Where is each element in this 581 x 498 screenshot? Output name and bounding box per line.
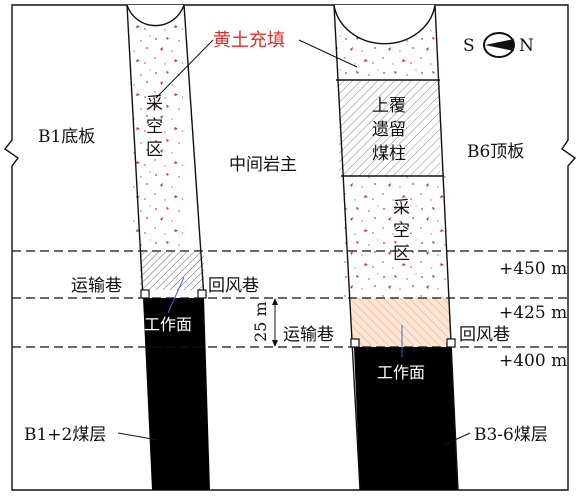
right-seam-label: B3-6煤层 — [474, 425, 548, 445]
right-goaf-label-2: 空 — [393, 221, 410, 241]
left-goaf-label-2: 空 — [146, 117, 163, 137]
pillar-label-3: 煤柱 — [372, 144, 406, 164]
loess-fill-label: 黄土充填 — [213, 30, 285, 51]
left-seam-label: B1+2煤层 — [24, 425, 106, 445]
left-haulage-label: 运输巷 — [71, 276, 122, 296]
right-pillar — [339, 80, 440, 176]
compass-n-label: N — [519, 36, 534, 56]
pillar-label-1: 上覆 — [372, 96, 406, 116]
left-arch — [126, 4, 185, 27]
right-haulage-label: 运输巷 — [283, 325, 334, 345]
right-return-roadway — [446, 338, 456, 348]
left-hatch-zone — [140, 252, 204, 290]
left-goaf-label-3: 区 — [146, 140, 163, 160]
left-coal-seam — [143, 298, 210, 490]
level-425-label: +425 m — [499, 303, 567, 323]
right-goaf-label-1: 采 — [393, 198, 410, 218]
left-haulage-roadway — [140, 289, 150, 299]
left-working-face-label: 工作面 — [144, 315, 192, 334]
compass-s-label: S — [463, 36, 475, 56]
right-haulage-roadway — [350, 338, 360, 348]
interval-label: 25 m — [251, 301, 270, 342]
compass-icon — [483, 32, 515, 58]
right-working-face-label: 工作面 — [377, 363, 425, 382]
right-goaf-label-3: 区 — [393, 244, 410, 264]
outer-frame — [3, 4, 577, 491]
middle-rock-label: 中间岩主 — [229, 155, 297, 175]
right-arch — [333, 4, 436, 45]
level-450-label: +450 m — [499, 259, 567, 279]
left-return-label: 回风巷 — [208, 276, 259, 296]
right-orange-zone — [351, 298, 450, 347]
left-return-roadway — [197, 289, 207, 299]
level-400-label: +400 m — [499, 351, 567, 371]
right-coal-seam — [354, 347, 458, 490]
left-goaf — [131, 20, 183, 252]
right-return-label: 回风巷 — [459, 325, 510, 345]
pillar-label-2: 遗留 — [372, 120, 406, 140]
b1-floor-label: B1底板 — [38, 127, 95, 147]
right-goaf — [344, 176, 446, 298]
b6-roof-label: B6顶板 — [467, 142, 524, 162]
left-goaf-label-1: 采 — [146, 94, 163, 114]
